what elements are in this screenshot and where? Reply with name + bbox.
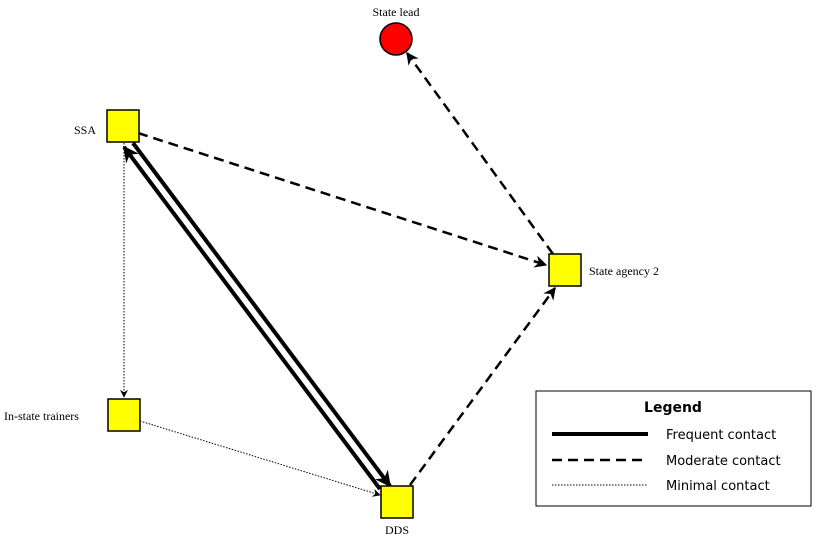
node-state-agency-2[interactable] <box>548 253 582 287</box>
node-label-ssa: SSA <box>74 123 96 137</box>
node-ssa[interactable] <box>106 109 140 143</box>
edge-in-state-trainers-to-dds <box>139 420 381 497</box>
node-dds[interactable] <box>380 485 414 519</box>
edge-ssa-to-state-agency-2 <box>137 131 548 268</box>
edge-dds-to-ssa <box>122 145 382 491</box>
edge-dds-to-state-agency-2 <box>408 286 557 486</box>
edge-state-agency-2-to-state-lead <box>405 51 555 255</box>
node-label-dds: DDS <box>385 523 409 537</box>
node-state-lead[interactable] <box>379 22 413 56</box>
legend: Legend Frequent contact Moderate contact… <box>535 390 812 507</box>
legend-label-moderate: Moderate contact <box>666 454 781 469</box>
node-label-in-state-trainers: In-state trainers <box>4 409 79 423</box>
legend-box <box>535 390 812 507</box>
edge-ssa-to-dds <box>131 141 392 488</box>
node-in-state-trainers[interactable] <box>107 398 141 432</box>
node-label-state-agency-2: State agency 2 <box>589 264 659 278</box>
legend-label-minimal: Minimal contact <box>666 479 770 494</box>
node-label-state-lead: State lead <box>373 5 420 19</box>
legend-label-frequent: Frequent contact <box>666 428 776 443</box>
legend-title: Legend <box>644 400 702 416</box>
